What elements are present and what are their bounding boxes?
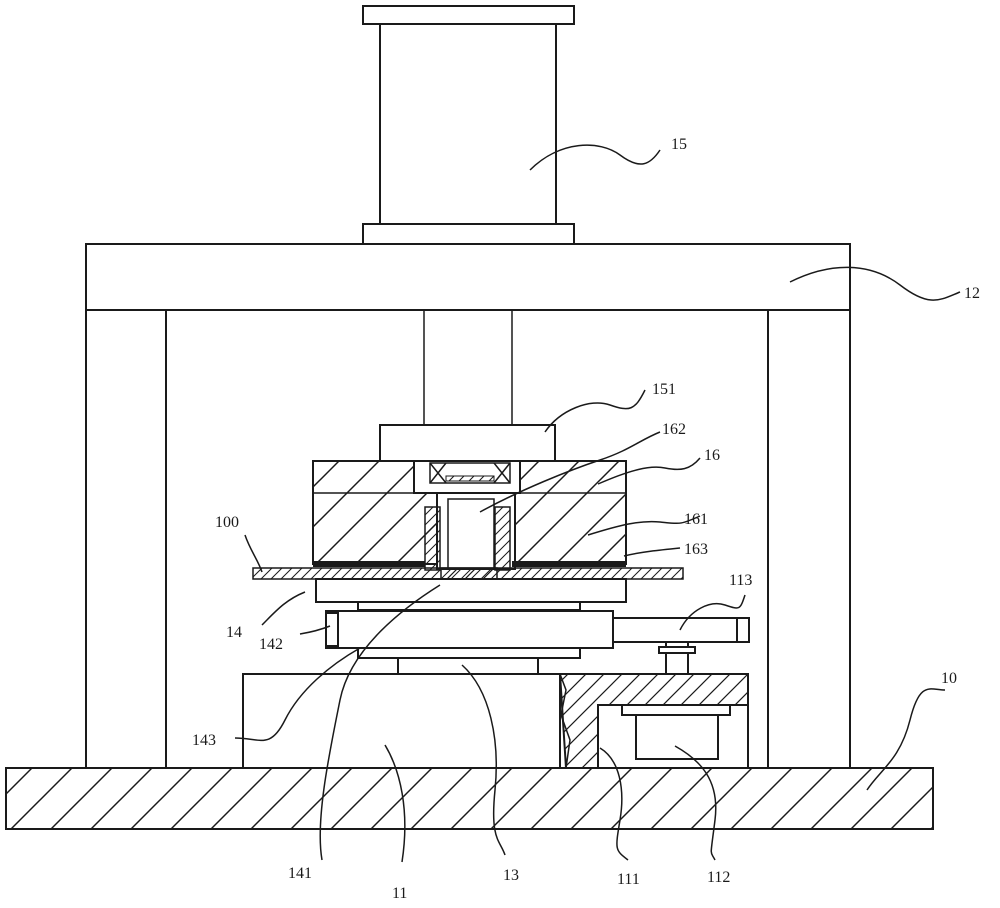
base-block-11 — [242, 673, 561, 769]
label-100: 100 — [215, 514, 239, 531]
label-13: 13 — [503, 867, 519, 884]
label-14: 14 — [226, 624, 242, 641]
workpiece-100 — [252, 567, 684, 580]
label-15: 15 — [671, 136, 687, 153]
label-151: 151 — [652, 381, 676, 398]
cylinder-15 — [362, 5, 575, 245]
label-11: 11 — [392, 885, 407, 902]
label-161: 161 — [684, 511, 708, 528]
label-12: 12 — [964, 285, 980, 302]
leader-lines — [234, 144, 961, 863]
floor-10 — [5, 767, 934, 830]
drive-housing-111 — [558, 673, 749, 769]
label-141: 141 — [288, 865, 312, 882]
label-162: 162 — [662, 421, 686, 438]
label-111: 111 — [617, 871, 640, 888]
spacer — [357, 601, 581, 611]
press-plate-151 — [379, 424, 556, 462]
label-112: 112 — [707, 869, 730, 886]
label-142: 142 — [259, 636, 283, 653]
label-163: 163 — [684, 541, 708, 558]
slide-plate-142 — [325, 610, 614, 675]
label-10: 10 — [941, 670, 957, 687]
drive-rod-113 — [612, 617, 750, 675]
upper-die-16 — [312, 460, 627, 571]
part-labels: 15 12 151 162 16 161 163 100 14 142 143 … — [192, 136, 980, 902]
label-16: 16 — [704, 447, 720, 464]
lower-die-14 — [315, 578, 627, 603]
label-143: 143 — [192, 732, 216, 749]
piston-rod — [423, 310, 513, 425]
label-113: 113 — [729, 572, 752, 589]
frame-12 — [85, 243, 851, 769]
